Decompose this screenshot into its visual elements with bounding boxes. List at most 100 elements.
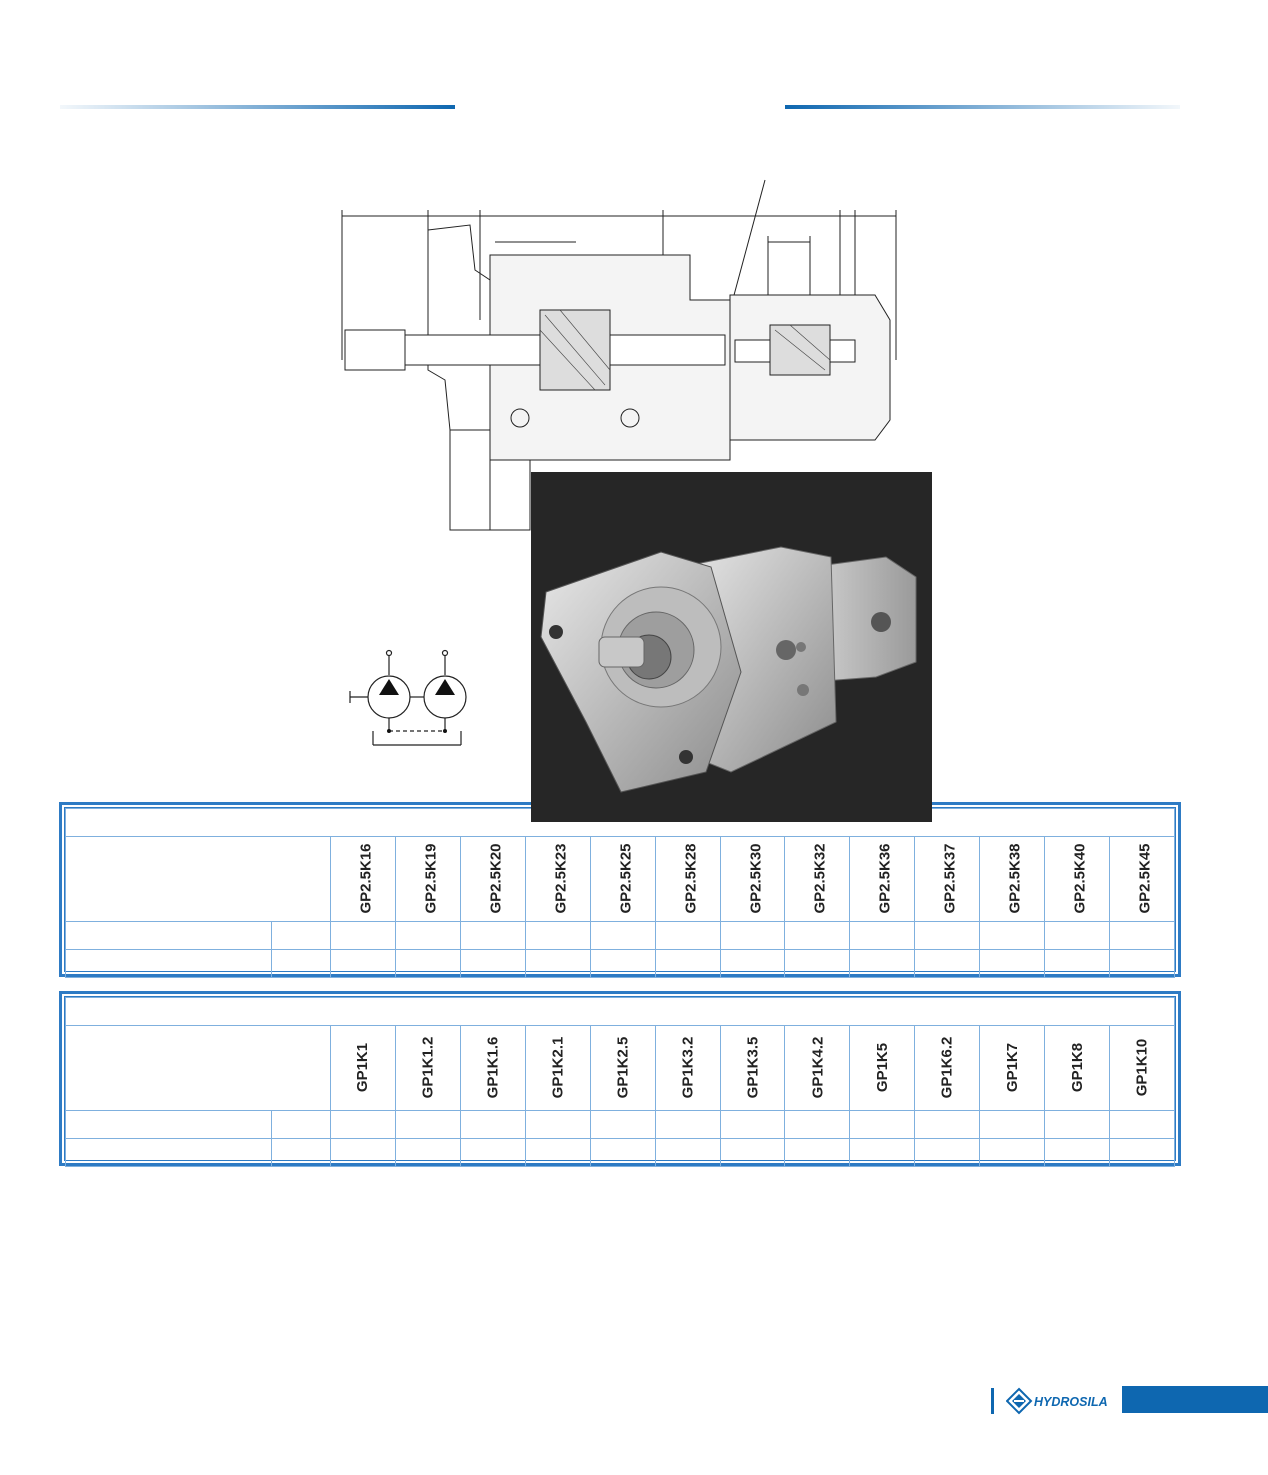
model-label: GP2.5K37 xyxy=(941,843,959,914)
table-cell xyxy=(394,949,461,978)
model-header: GP1K10 xyxy=(1109,1025,1175,1111)
model-label: GP1K1.2 xyxy=(419,1036,437,1099)
table-cell xyxy=(459,921,526,950)
model-label: GP1K6.2 xyxy=(938,1036,956,1099)
table-row xyxy=(65,1138,1175,1167)
model-label: GP1K3.2 xyxy=(679,1036,697,1099)
model-label: GP2.5K25 xyxy=(617,843,635,914)
model-header: GP2.5K23 xyxy=(524,836,591,922)
table-header-row: GP1K1 GP1K1.2 GP1K1.6 GP1K2.1 GP1K2.5 GP… xyxy=(65,1025,1175,1111)
model-label: GP1K3.5 xyxy=(743,1036,761,1099)
table-grid: GP2.5K16 GP2.5K19 GP2.5K20 GP2.5K23 GP2.… xyxy=(65,808,1175,978)
model-header: GP2.5K19 xyxy=(394,836,461,922)
table-cell xyxy=(719,921,786,950)
pump-photo xyxy=(531,472,932,822)
table-cell xyxy=(849,1110,916,1139)
model-label: GP2.5K28 xyxy=(682,843,700,914)
table-cell xyxy=(394,1110,461,1139)
model-header: GP1K5 xyxy=(849,1025,916,1111)
model-header: GP2.5K25 xyxy=(589,836,656,922)
model-label: GP2.5K36 xyxy=(876,843,894,914)
table-cell xyxy=(654,1138,721,1167)
table-cell xyxy=(459,949,526,978)
model-label: GP2.5K40 xyxy=(1071,843,1089,914)
table-cell xyxy=(1044,949,1111,978)
table-cell xyxy=(719,1110,786,1139)
table-cell xyxy=(654,921,721,950)
table-cell xyxy=(1109,1110,1175,1139)
table-cell xyxy=(719,949,786,978)
table-cell xyxy=(459,1138,526,1167)
header-rule-left xyxy=(60,105,455,109)
model-label: GP2.5K45 xyxy=(1136,843,1154,914)
pump-section-drawing xyxy=(341,179,897,531)
table-inner-frame: GP1K1 GP1K1.2 GP1K1.6 GP1K2.1 GP1K2.5 GP… xyxy=(64,996,1176,1167)
table-cell xyxy=(979,949,1046,978)
model-label: GP2.5K23 xyxy=(552,843,570,914)
model-header: GP2.5K20 xyxy=(459,836,526,922)
footer-divider xyxy=(991,1388,994,1414)
model-header: GP2.5K38 xyxy=(979,836,1046,922)
hydraulic-symbol xyxy=(349,649,467,746)
table-cell xyxy=(1109,949,1175,978)
model-header: GP1K3.5 xyxy=(719,1025,786,1111)
table-cell xyxy=(784,1110,851,1139)
model-header: GP2.5K30 xyxy=(719,836,786,922)
model-header: GP1K4.2 xyxy=(784,1025,851,1111)
table-title-row xyxy=(65,997,1175,1026)
pump-render-image xyxy=(540,546,917,793)
spec-table-gp1: GP1K1 GP1K1.2 GP1K1.6 GP1K2.1 GP1K2.5 GP… xyxy=(59,991,1181,1167)
table-cell xyxy=(394,1138,461,1167)
table-cell xyxy=(979,1138,1046,1167)
model-label: GP1K10 xyxy=(1133,1038,1151,1097)
table-cell xyxy=(719,1138,786,1167)
model-label: GP1K1.6 xyxy=(484,1036,502,1099)
model-header: GP1K8 xyxy=(1044,1025,1111,1111)
table-cell xyxy=(914,949,981,978)
table-cell xyxy=(330,949,396,978)
table-cell xyxy=(589,1138,656,1167)
model-header: GP1K3.2 xyxy=(654,1025,721,1111)
table-cell xyxy=(524,921,591,950)
model-header: GP1K2.5 xyxy=(589,1025,656,1111)
model-label: GP2.5K38 xyxy=(1006,843,1024,914)
table-cell xyxy=(524,1110,591,1139)
model-label: GP1K2.1 xyxy=(549,1036,567,1099)
table-cell xyxy=(394,921,461,950)
table-header-row: GP2.5K16 GP2.5K19 GP2.5K20 GP2.5K23 GP2.… xyxy=(65,836,1175,922)
table-cell xyxy=(1109,921,1175,950)
table-cell xyxy=(914,1110,981,1139)
model-header: GP2.5K28 xyxy=(654,836,721,922)
model-label: GP1K2.5 xyxy=(614,1036,632,1099)
model-header: GP2.5K45 xyxy=(1109,836,1175,922)
table-cell xyxy=(589,949,656,978)
model-label: GP1K4.2 xyxy=(808,1036,826,1099)
table-cell xyxy=(524,1138,591,1167)
model-label: GP2.5K20 xyxy=(487,843,505,914)
model-header: GP2.5K36 xyxy=(849,836,916,922)
table-cell xyxy=(784,949,851,978)
header-label-cell xyxy=(65,836,331,922)
model-header: GP1K1 xyxy=(330,1025,396,1111)
model-header: GP1K1.2 xyxy=(394,1025,461,1111)
row-unit-cell xyxy=(271,1110,331,1139)
model-header: GP1K7 xyxy=(979,1025,1046,1111)
table-cell xyxy=(654,949,721,978)
table-cell xyxy=(849,949,916,978)
row-unit-cell xyxy=(271,921,331,950)
table-cell xyxy=(459,1110,526,1139)
table-cell xyxy=(330,1110,396,1139)
logo-emblem-icon xyxy=(1006,1387,1033,1415)
row-label-cell xyxy=(65,949,272,978)
model-label: GP1K5 xyxy=(873,1042,891,1093)
model-label: GP2.5K32 xyxy=(811,843,829,914)
table-cell xyxy=(654,1110,721,1139)
table-cell xyxy=(849,921,916,950)
table-cell xyxy=(330,921,396,950)
table-cell xyxy=(1044,1138,1111,1167)
model-header: GP2.5K16 xyxy=(330,836,396,922)
brand-name: HYDROSILA xyxy=(1034,1395,1108,1409)
table-cell xyxy=(589,921,656,950)
row-unit-cell xyxy=(271,1138,331,1167)
table-cell xyxy=(589,1110,656,1139)
